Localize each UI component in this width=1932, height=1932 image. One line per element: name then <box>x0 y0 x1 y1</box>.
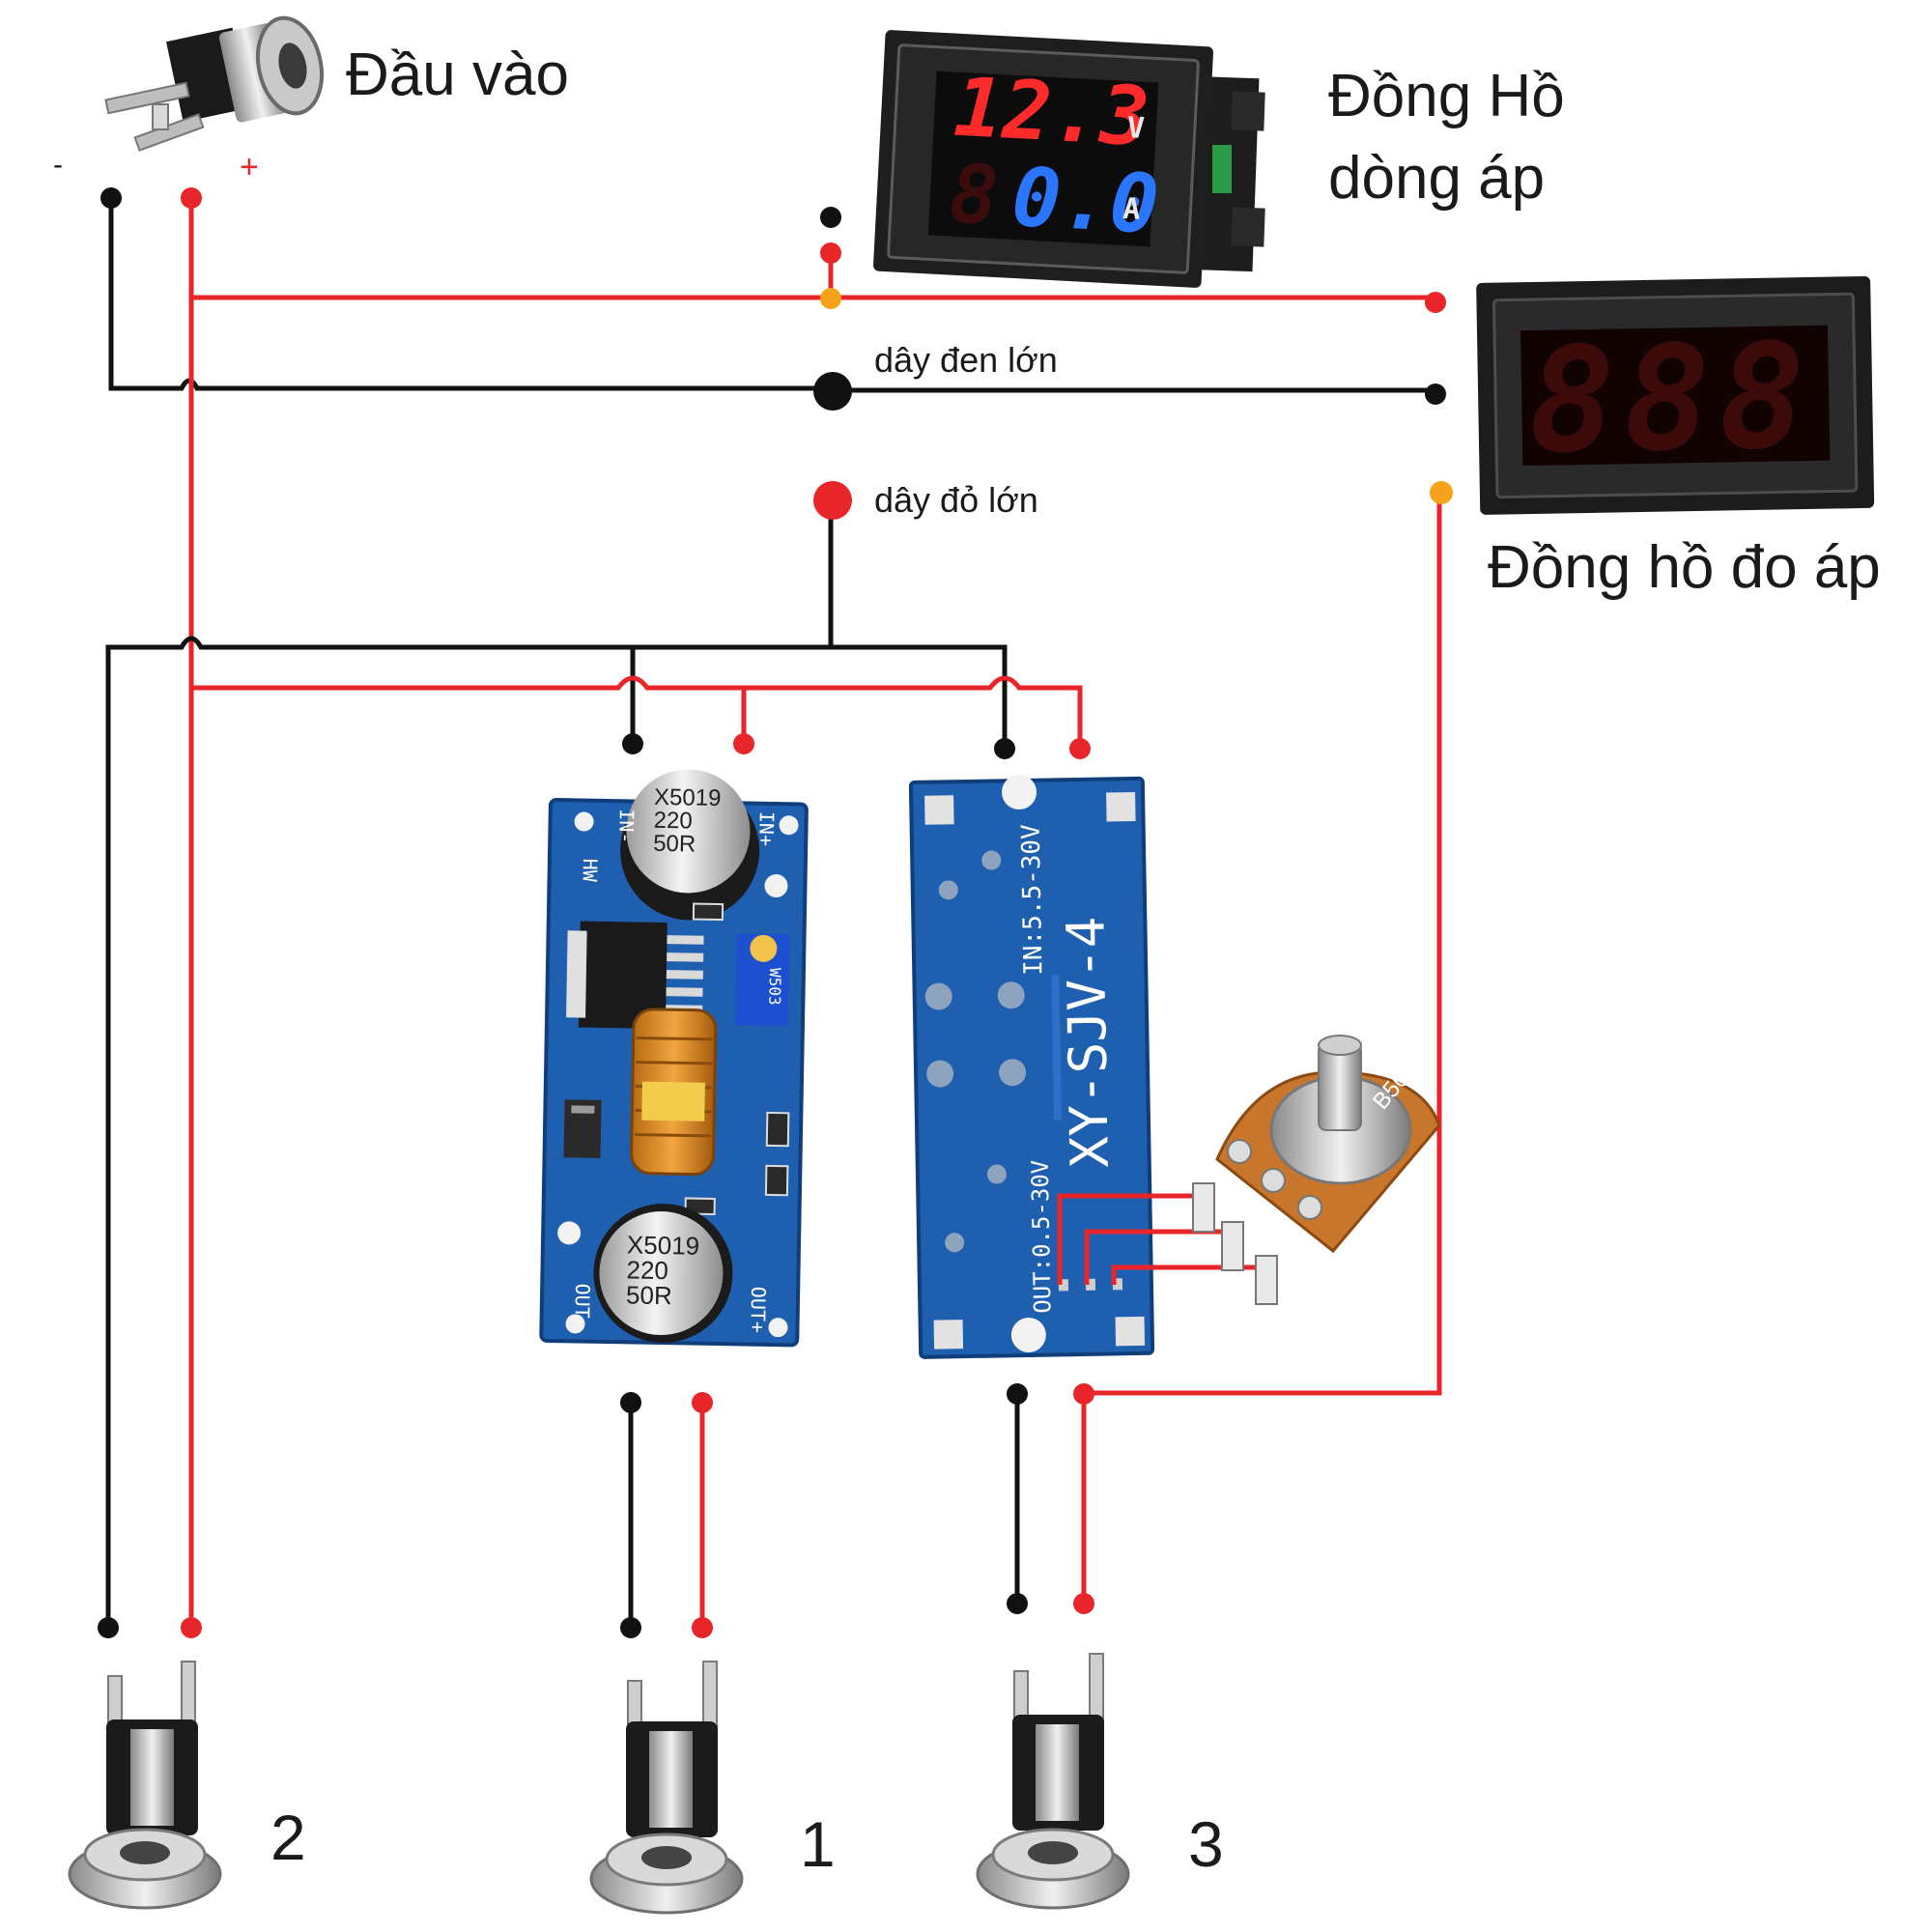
dot-input-minus <box>100 187 122 209</box>
left-board-out-plus: OUT+ <box>746 1287 770 1334</box>
black-wire-label: dây đen lớn <box>874 340 1058 380</box>
dot-left-in-minus <box>622 733 643 754</box>
input-label: Đầu vào <box>346 42 569 108</box>
left-board-brand: HW <box>579 858 602 882</box>
dot-jack1-plus <box>692 1617 713 1638</box>
voltmeter: 888 <box>1476 275 1875 515</box>
cap-top-line-1: X5019 <box>654 784 722 811</box>
cap-top-line-2: 220 <box>653 808 693 835</box>
buck-board-left: X5019 220 50R W503 <box>539 769 809 1348</box>
cap-top-line-3: 50R <box>653 831 696 858</box>
dot-right-in-plus <box>1069 738 1091 759</box>
input-minus-label: - <box>53 149 63 181</box>
volt-amp-meter: 12.3 V 0.0 A 8 <box>873 30 1265 288</box>
dot-red-big <box>813 481 852 520</box>
meter-va-volt-unit: V <box>1126 111 1146 146</box>
meter-va-volt: 12.3 <box>952 60 1151 164</box>
voltmeter-display: 888 <box>1527 313 1815 486</box>
dot-jack2-minus <box>98 1617 119 1638</box>
pot-wires <box>1057 1193 1256 1285</box>
dot-left-in-plus <box>733 733 754 754</box>
black-wire-input <box>108 195 831 391</box>
dot-right-in-minus <box>994 738 1015 759</box>
output-jack-3 <box>976 1653 1130 1910</box>
dot-right-out-plus <box>1073 1383 1094 1405</box>
dot-input-plus <box>181 187 202 209</box>
buck-board-right: XY-SJV-4 IN:5.5-30V OUT:0.5-30V <box>908 775 1155 1359</box>
cap-bottom-line-1: X5019 <box>627 1230 700 1260</box>
output-label-3: 3 <box>1188 1808 1224 1880</box>
output-jack-1 <box>589 1661 744 1915</box>
input-dc-jack <box>104 15 324 152</box>
output-label-2: 2 <box>270 1802 306 1873</box>
potentiometer: B50K <box>1192 1035 1441 1305</box>
black-to-right-board <box>630 502 1008 744</box>
black-bus-join <box>201 644 636 744</box>
dot-jack3-plus <box>1073 1593 1094 1614</box>
svg-text:8: 8 <box>947 147 1001 244</box>
dot-meter-red <box>820 242 841 264</box>
dot-jack2-plus <box>181 1617 202 1638</box>
dot-meter-orange <box>820 288 841 309</box>
meter-va-label-1: Đồng Hồ <box>1328 63 1565 129</box>
dot-voltmeter-orange <box>1430 481 1453 504</box>
dot-left-out-plus <box>692 1392 713 1413</box>
dot-left-out-minus <box>620 1392 641 1413</box>
output-label-1: 1 <box>800 1808 836 1880</box>
dot-voltmeter-red <box>1425 292 1446 313</box>
red-out-3 <box>1081 493 1442 1604</box>
left-board-in-minus: IN- <box>614 809 639 844</box>
left-board-out-minus: OUT- <box>570 1283 594 1330</box>
right-board-out-label: OUT:0.5-30V <box>1027 1160 1057 1314</box>
right-board-in-label: IN:5.5-30V <box>1017 824 1049 976</box>
dot-meter-black <box>820 207 841 228</box>
dot-black-big <box>813 372 852 411</box>
left-board-in-plus: IN+ <box>754 811 779 847</box>
meter-va-amp: 0.0 <box>1009 150 1161 252</box>
input-plus-label: + <box>240 149 259 185</box>
output-jack-2 <box>68 1661 222 1910</box>
trimmer-label: W503 <box>765 968 784 1006</box>
connection-dots <box>98 187 1453 1638</box>
meter-va-amp-unit: A <box>1122 192 1141 227</box>
dot-voltmeter-black <box>1425 384 1446 405</box>
cap-bottom-line-2: 220 <box>626 1255 668 1285</box>
cap-bottom-line-3: 50R <box>626 1280 672 1310</box>
meter-va-label-2: dòng áp <box>1328 145 1545 212</box>
dot-jack1-minus <box>620 1617 641 1638</box>
voltmeter-label: Đồng hồ đo áp <box>1488 534 1881 601</box>
dot-right-out-minus <box>1007 1383 1028 1405</box>
right-board-model: XY-SJV-4 <box>1055 916 1121 1168</box>
red-wire-label: dây đỏ lớn <box>874 480 1038 520</box>
dot-jack3-minus <box>1007 1593 1028 1614</box>
